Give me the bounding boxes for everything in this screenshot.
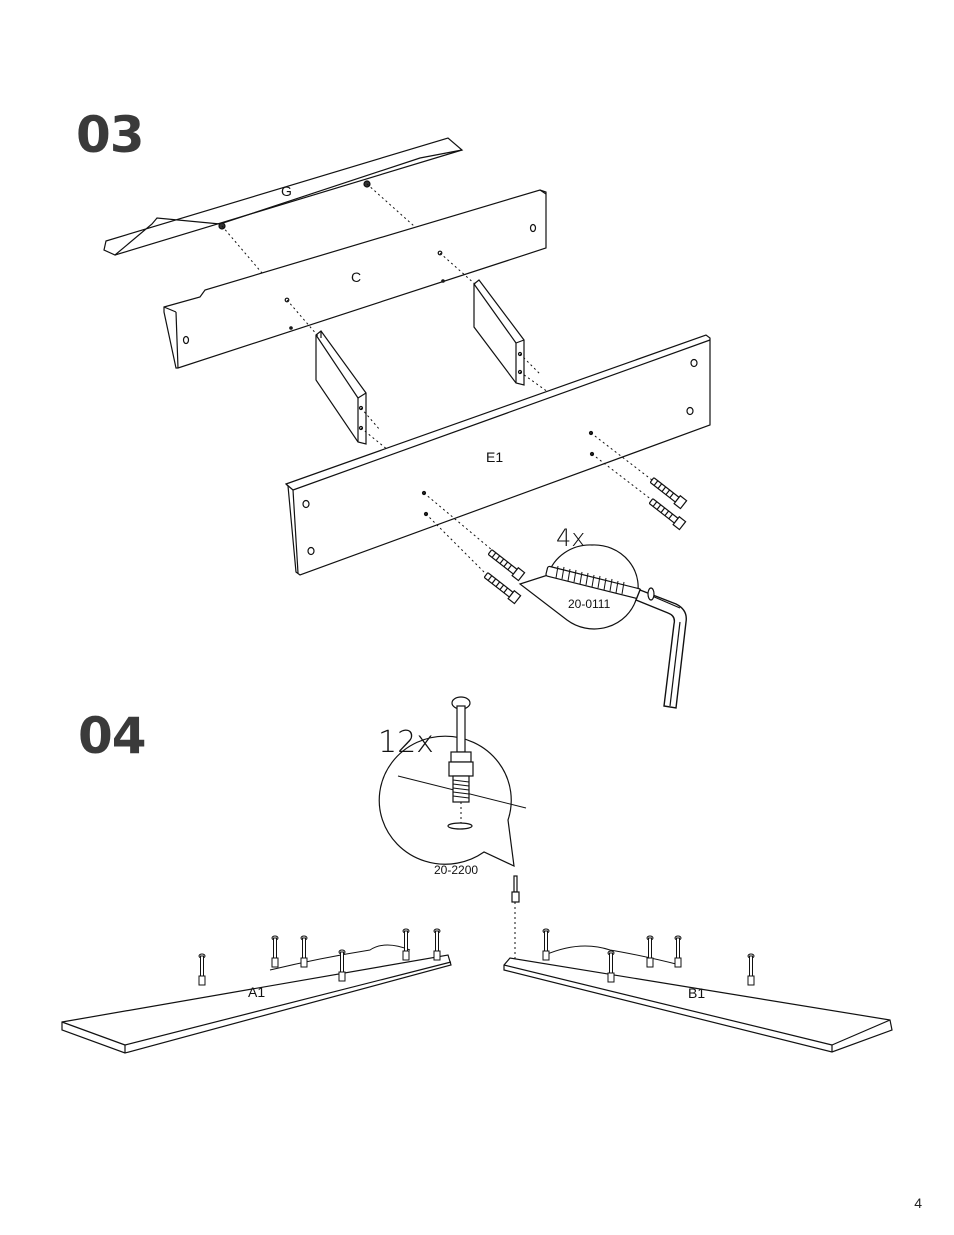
hardware-callout-03: 4x 20-0111: [520, 524, 641, 629]
panel-c-label: C: [351, 269, 361, 285]
side-panel-left: [316, 331, 366, 444]
hardware-code-03: 20-0111: [568, 597, 611, 611]
panel-b1: B1: [504, 946, 892, 1052]
cam-bolt-icon: [512, 876, 519, 960]
hardware-qty-04: 12x: [378, 725, 434, 760]
page-number: 4: [914, 1195, 922, 1211]
cam-bolt-icon: [199, 929, 754, 985]
panel-a1: A1: [62, 945, 451, 1053]
hex-key-icon: [636, 588, 686, 708]
panel-b1-label: B1: [688, 985, 705, 1001]
side-panel-right: [474, 280, 524, 385]
panel-g-label: G: [281, 183, 292, 199]
hardware-code-04: 20-2200: [434, 863, 478, 877]
hardware-callout-04: 12x 20-2200: [378, 697, 526, 877]
hardware-qty-03: 4x: [556, 524, 585, 552]
panel-a1-label: A1: [248, 984, 265, 1000]
step-04-diagram: 12x 20-2200: [62, 697, 892, 1053]
step-03-diagram: G C: [104, 138, 710, 708]
panel-e1-label: E1: [486, 449, 503, 465]
